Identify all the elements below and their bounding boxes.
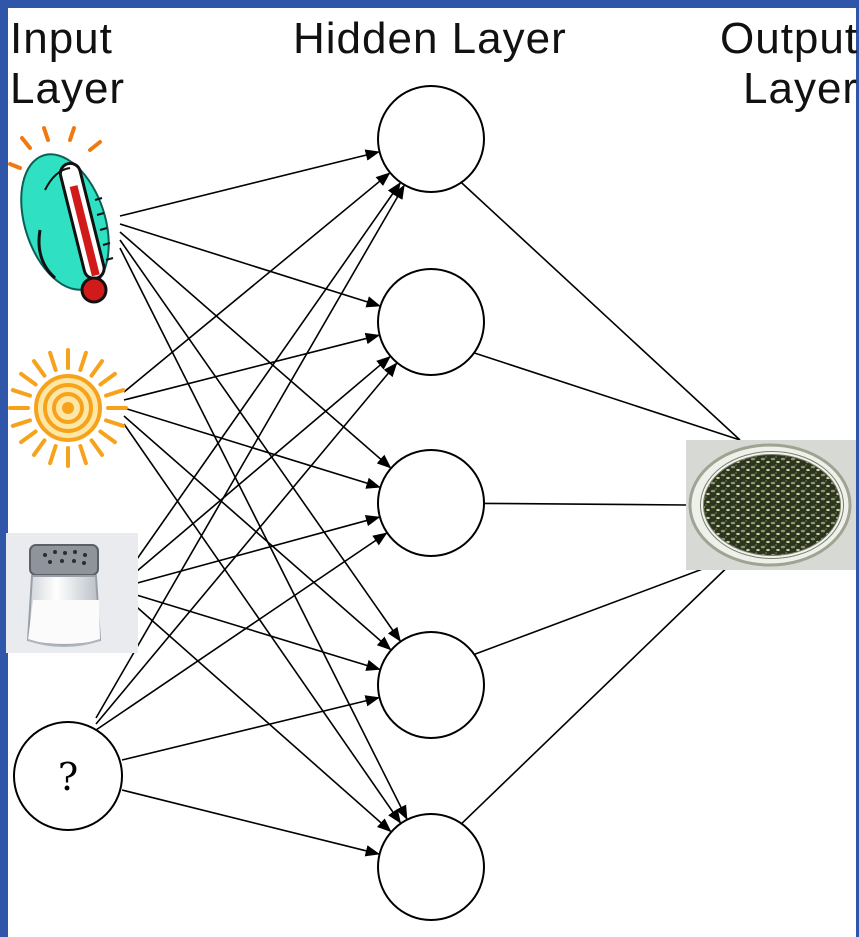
input-layer-label-line1: Input xyxy=(10,14,113,63)
edge-input4-hidden2 xyxy=(95,362,398,725)
sun-ray xyxy=(78,444,88,466)
sun-ray xyxy=(10,418,32,428)
edge-hidden5-output xyxy=(460,554,741,825)
output-layer-label-line2: Layer xyxy=(743,64,859,113)
edge-input2-hidden2 xyxy=(123,332,381,401)
question-mark-label: ? xyxy=(58,755,78,799)
slide-frame-left xyxy=(0,0,8,937)
edge-input1-hidden4 xyxy=(119,239,401,642)
edge-input4-hidden3 xyxy=(95,532,388,731)
sun-ray xyxy=(78,350,88,372)
edge-input4-hidden5 xyxy=(121,789,380,857)
sun-ray xyxy=(48,444,58,466)
slide-frame-right xyxy=(856,0,859,937)
edge-input1-hidden5 xyxy=(119,247,408,821)
edge-input1-hidden1 xyxy=(119,149,380,217)
question-node: ? xyxy=(13,721,123,831)
cell-microscope-icon xyxy=(686,440,856,570)
edge-input4-hidden1 xyxy=(95,184,405,719)
sun-ray xyxy=(104,418,126,428)
sun-ray xyxy=(48,350,58,372)
input-layer-label-line2: Layer xyxy=(10,64,126,113)
sun-ray xyxy=(19,371,38,387)
edge-input3-hidden3 xyxy=(129,515,381,586)
edge-hidden1-output xyxy=(460,181,741,441)
edge-hidden3-output xyxy=(483,502,687,506)
slide-frame-top xyxy=(0,0,859,8)
sun-ray xyxy=(89,438,105,457)
edge-input1-hidden2 xyxy=(119,223,381,308)
hidden-node-4 xyxy=(377,631,485,739)
sun-ray xyxy=(10,388,32,398)
edge-hidden4-output xyxy=(474,554,741,656)
hidden-node-3 xyxy=(377,449,485,557)
sun-ray xyxy=(98,429,117,445)
edge-input3-hidden5 xyxy=(129,600,392,833)
sun-ray xyxy=(31,438,47,457)
thermometer-icon xyxy=(8,126,114,304)
edge-hidden2-output xyxy=(473,352,741,441)
edge-input2-hidden5 xyxy=(123,423,402,824)
hidden-layer-nodes xyxy=(377,85,485,921)
edge-input1-hidden3 xyxy=(119,231,392,469)
edge-input3-hidden1 xyxy=(129,182,401,570)
hidden-node-1 xyxy=(377,85,485,193)
hidden-layer-label: Hidden Layer xyxy=(293,14,567,63)
sun-ray xyxy=(31,359,47,378)
sun-ray xyxy=(19,429,38,445)
sun-ray xyxy=(89,359,105,378)
hidden-node-2 xyxy=(377,268,485,376)
edge-input2-hidden4 xyxy=(123,415,392,651)
edge-input3-hidden4 xyxy=(129,592,381,671)
connection-lines xyxy=(95,149,741,857)
sun-ray xyxy=(104,388,126,398)
edge-input3-hidden2 xyxy=(129,355,391,578)
hidden-node-5 xyxy=(377,813,485,921)
sun-icon xyxy=(8,348,128,468)
edge-input2-hidden1 xyxy=(123,172,391,393)
salt-shaker-icon xyxy=(6,533,138,653)
sun-ray xyxy=(98,371,117,387)
output-layer-label-line1: Output xyxy=(720,14,859,63)
edge-input4-hidden4 xyxy=(121,695,380,761)
